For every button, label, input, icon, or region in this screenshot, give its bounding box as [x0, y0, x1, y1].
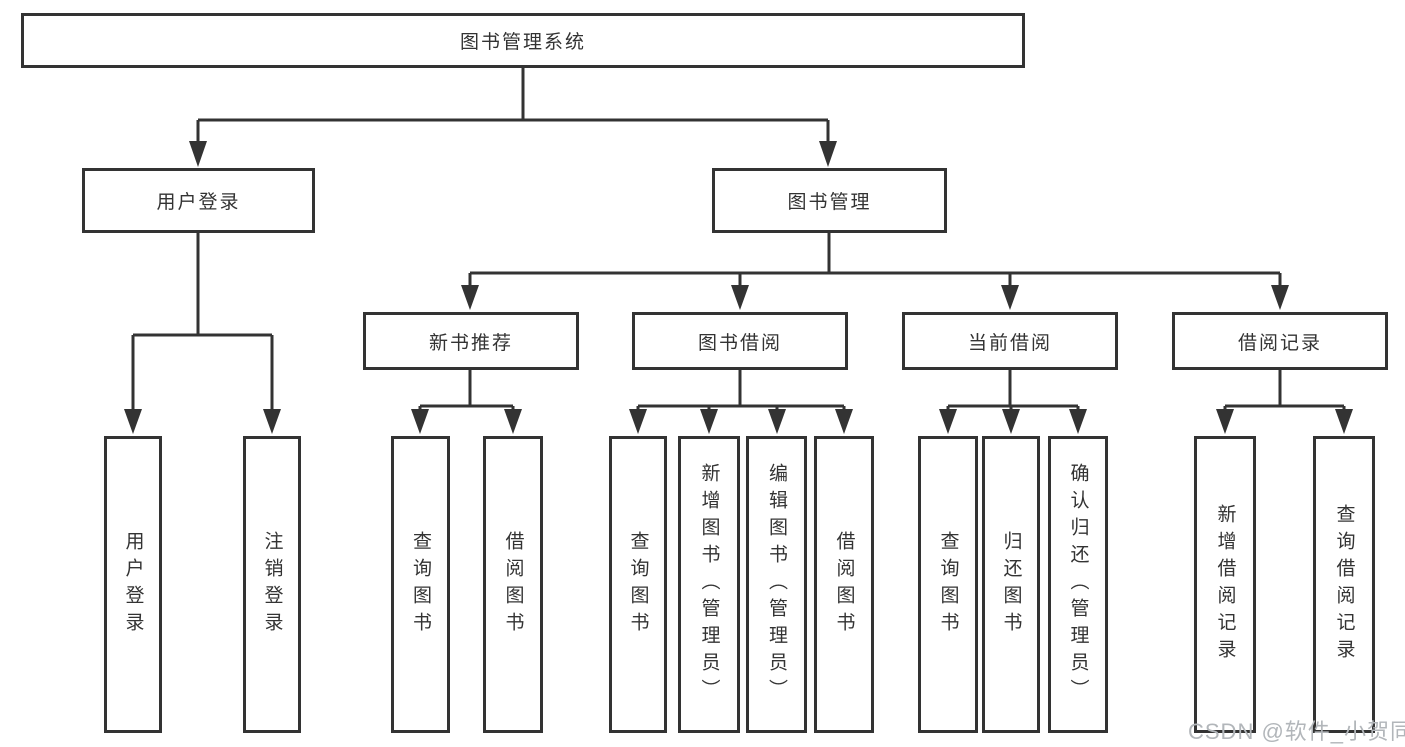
connector-records-to-leaves [1216, 370, 1353, 434]
leaf-borrow-query-books-label: 查询图书 [627, 530, 649, 639]
leaf-records-add-record: 新增借阅记录 [1194, 436, 1256, 733]
leaf-current-return-books: 归还图书 [982, 436, 1040, 733]
node-book-borrow-label: 图书借阅 [697, 332, 782, 354]
leaf-user-login-label: 用户登录 [122, 530, 144, 639]
leaf-logout: 注销登录 [243, 436, 301, 733]
node-borrow-records-label: 借阅记录 [1237, 332, 1322, 354]
connector-manage-to-level3 [461, 233, 1289, 310]
leaf-recommend-query-books-label: 查询图书 [410, 530, 431, 639]
leaf-current-query-books: 查询图书 [918, 436, 978, 733]
leaf-current-return-books-label: 归还图书 [1000, 530, 1022, 639]
node-book-management: 图书管理 [712, 168, 947, 233]
leaf-current-confirm-return-admin-label: 确认归还（管理员） [1067, 463, 1089, 706]
node-root-system: 图书管理系统 [21, 13, 1025, 68]
leaf-logout-label: 注销登录 [261, 530, 283, 639]
node-current-borrow-label: 当前借阅 [967, 332, 1052, 354]
node-user-login-label: 用户登录 [156, 192, 241, 213]
leaf-recommend-query-books: 查询图书 [391, 436, 450, 733]
leaf-borrow-borrow-books-label: 借阅图书 [833, 530, 855, 639]
node-book-management-label: 图书管理 [787, 192, 872, 213]
node-current-borrow: 当前借阅 [902, 312, 1118, 370]
leaf-borrow-add-books-admin: 新增图书（管理员） [678, 436, 740, 733]
node-new-book-recommend-label: 新书推荐 [428, 332, 513, 354]
connector-current-to-leaves [939, 370, 1087, 434]
leaf-borrow-edit-books-admin: 编辑图书（管理员） [746, 436, 807, 733]
leaf-user-login: 用户登录 [104, 436, 162, 733]
node-user-login: 用户登录 [82, 168, 315, 233]
node-root-system-label: 图书管理系统 [459, 32, 586, 53]
connector-root-to-level2 [189, 68, 837, 167]
leaf-records-query-record-label: 查询借阅记录 [1333, 503, 1355, 666]
leaf-current-query-books-label: 查询图书 [937, 530, 959, 639]
watermark: CSDN @软件_小贺同学 [1188, 719, 1405, 744]
leaf-borrow-edit-books-admin-label: 编辑图书（管理员） [766, 463, 787, 706]
node-book-borrow: 图书借阅 [632, 312, 848, 370]
leaf-current-confirm-return-admin: 确认归还（管理员） [1048, 436, 1108, 733]
leaf-borrow-query-books: 查询图书 [609, 436, 667, 733]
leaf-recommend-borrow-books: 借阅图书 [483, 436, 543, 733]
leaf-borrow-borrow-books: 借阅图书 [814, 436, 874, 733]
connector-borrow-to-leaves [629, 370, 853, 434]
leaf-records-query-record: 查询借阅记录 [1313, 436, 1375, 733]
leaf-recommend-borrow-books-label: 借阅图书 [502, 530, 524, 639]
node-new-book-recommend: 新书推荐 [363, 312, 579, 370]
node-borrow-records: 借阅记录 [1172, 312, 1388, 370]
leaf-records-add-record-label: 新增借阅记录 [1214, 503, 1236, 666]
connector-login-to-leaves [124, 233, 281, 434]
connector-recommend-to-leaves [411, 370, 522, 434]
leaf-borrow-add-books-admin-label: 新增图书（管理员） [698, 463, 720, 706]
